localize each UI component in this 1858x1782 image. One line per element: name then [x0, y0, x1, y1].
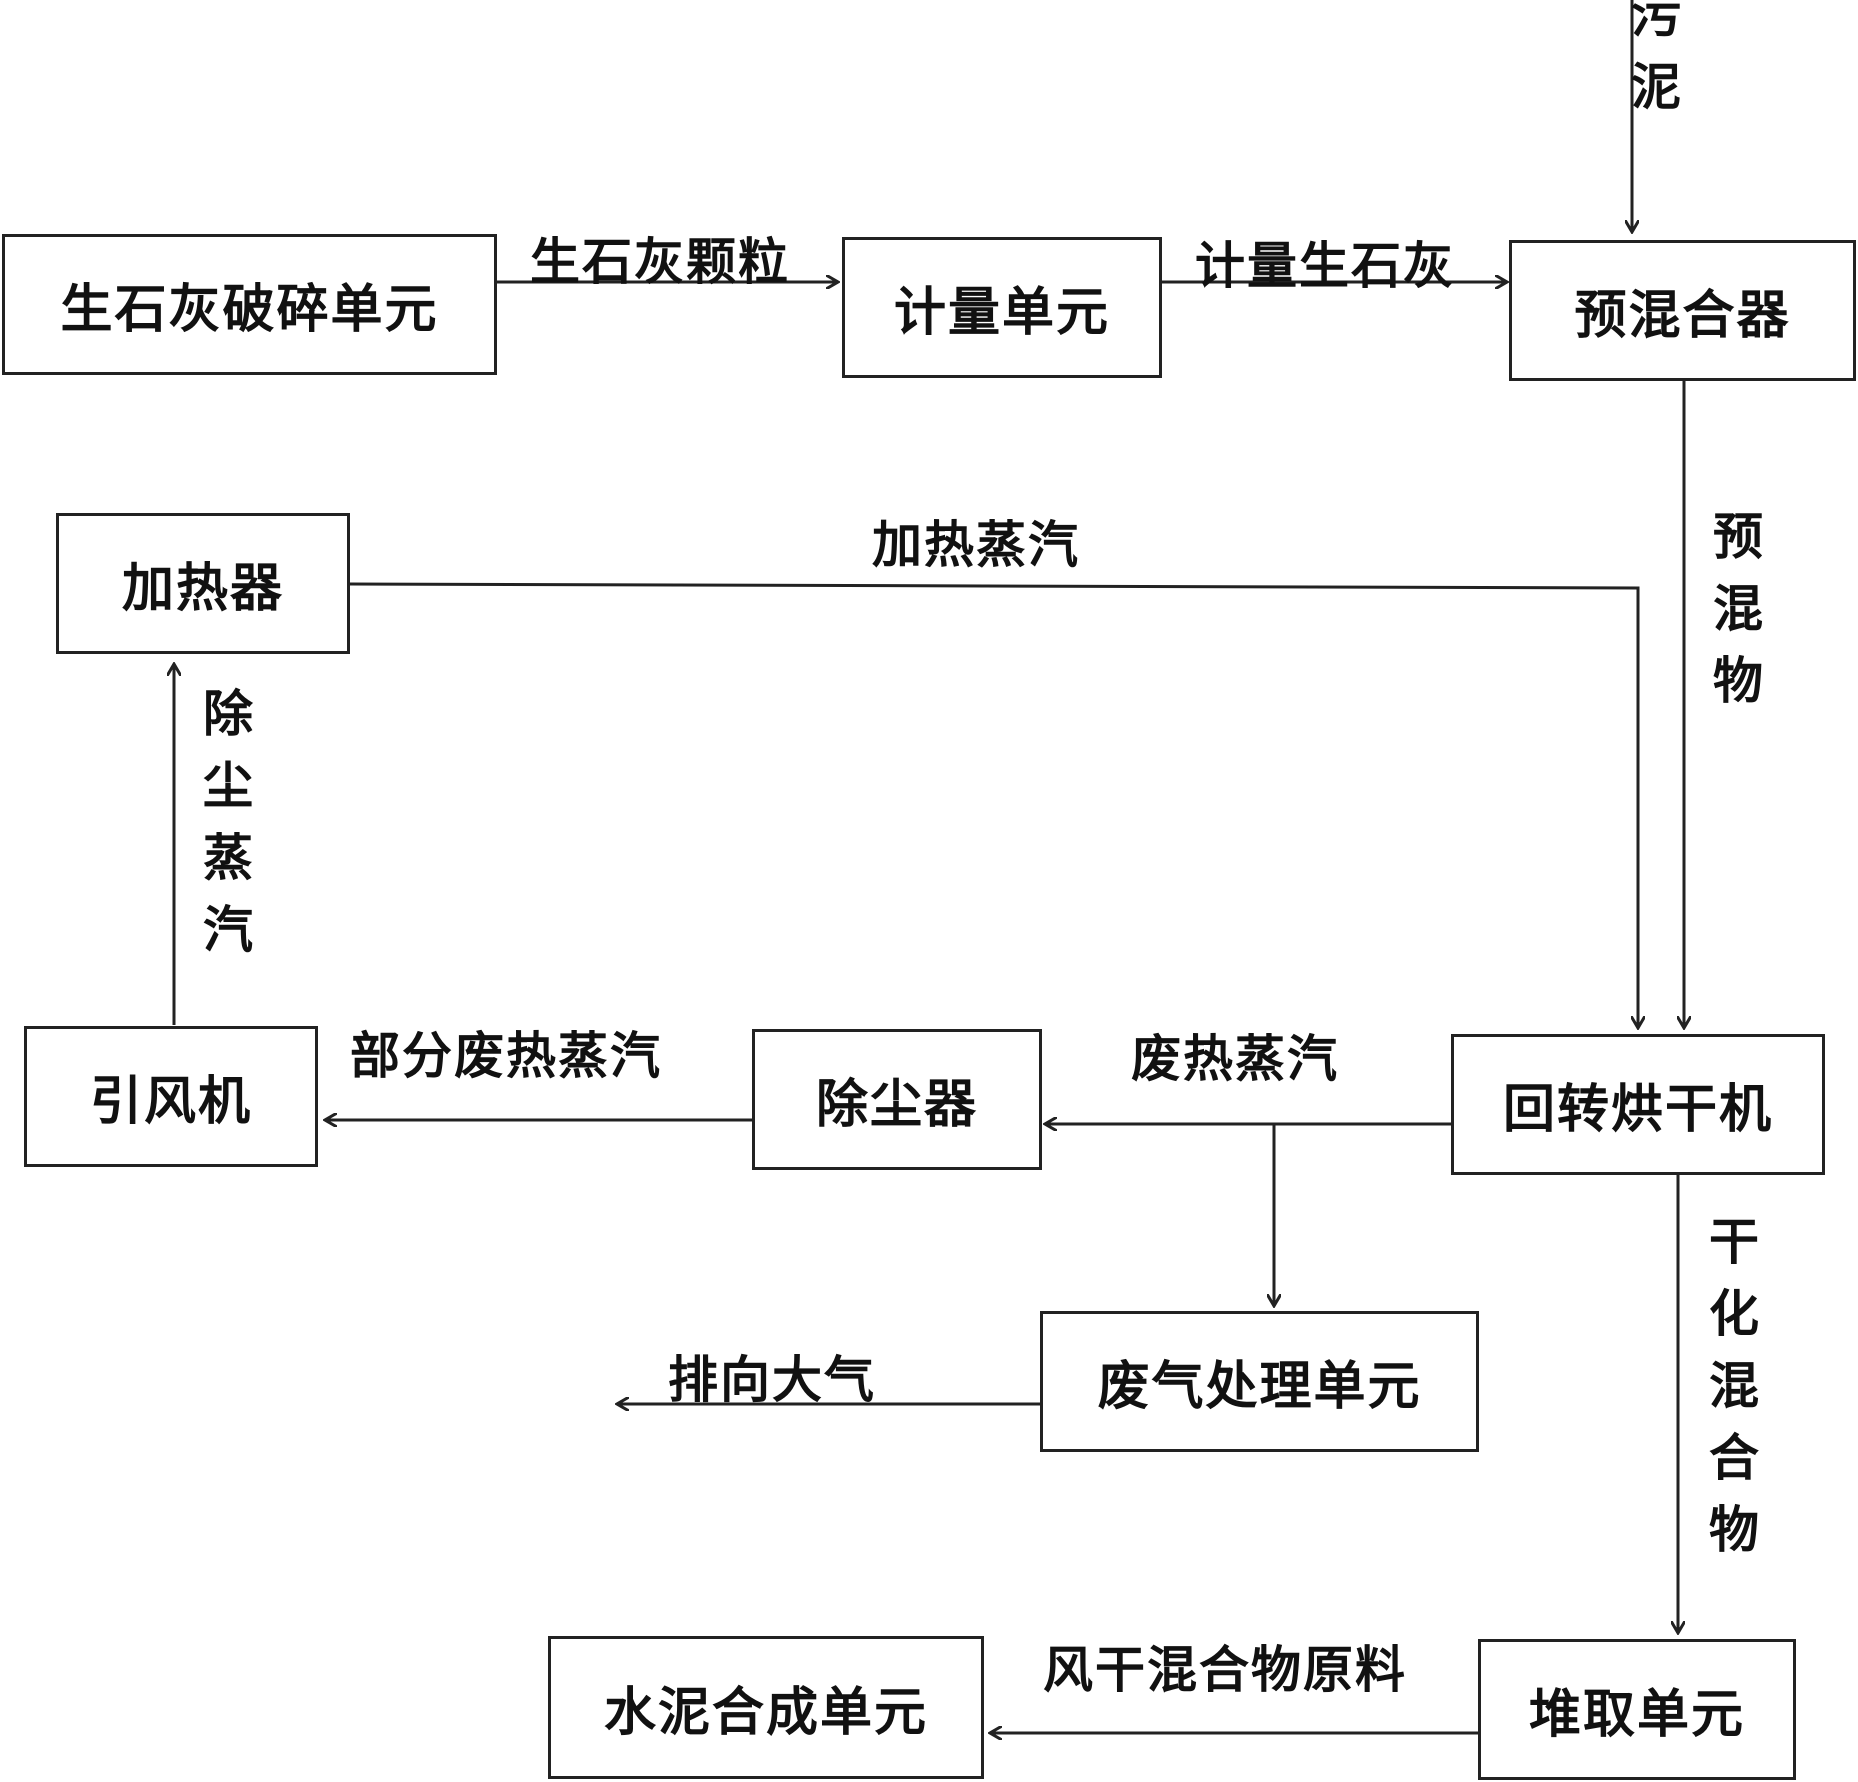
label-waste-steam: 废热蒸汽 [1131, 1030, 1339, 1088]
premixer-node: 预混合器 [1509, 240, 1856, 381]
rotary-dryer-node: 回转烘干机 [1451, 1034, 1825, 1175]
label-sludge: 污泥 [1623, 0, 1681, 132]
label-to-atmosphere: 排向大气 [668, 1351, 876, 1409]
label-air-dried-material: 风干混合物原料 [1043, 1641, 1407, 1699]
label-premix: 预混物 [1705, 510, 1763, 726]
arrow-heating-steam [349, 582, 1638, 1028]
exhaust-treatment-node: 废气处理单元 [1040, 1311, 1479, 1452]
label-metered-lime: 计量生石灰 [1195, 237, 1455, 295]
label-dedusted-steam: 除尘蒸汽 [195, 687, 253, 975]
label-dried-mixture: 干化混合物 [1701, 1215, 1759, 1575]
dust-collector-node: 除尘器 [752, 1029, 1042, 1170]
label-lime-granules: 生石灰颗粒 [530, 233, 790, 291]
stacker-reclaimer-node: 堆取单元 [1478, 1639, 1796, 1780]
fan-node: 引风机 [24, 1026, 318, 1167]
metering-node: 计量单元 [842, 237, 1162, 378]
label-heating-steam: 加热蒸汽 [872, 516, 1080, 574]
heater-node: 加热器 [56, 513, 350, 654]
lime-crusher-node: 生石灰破碎单元 [2, 234, 497, 375]
label-partial-waste-steam: 部分废热蒸汽 [350, 1027, 662, 1085]
cement-synthesis-node: 水泥合成单元 [548, 1636, 984, 1779]
